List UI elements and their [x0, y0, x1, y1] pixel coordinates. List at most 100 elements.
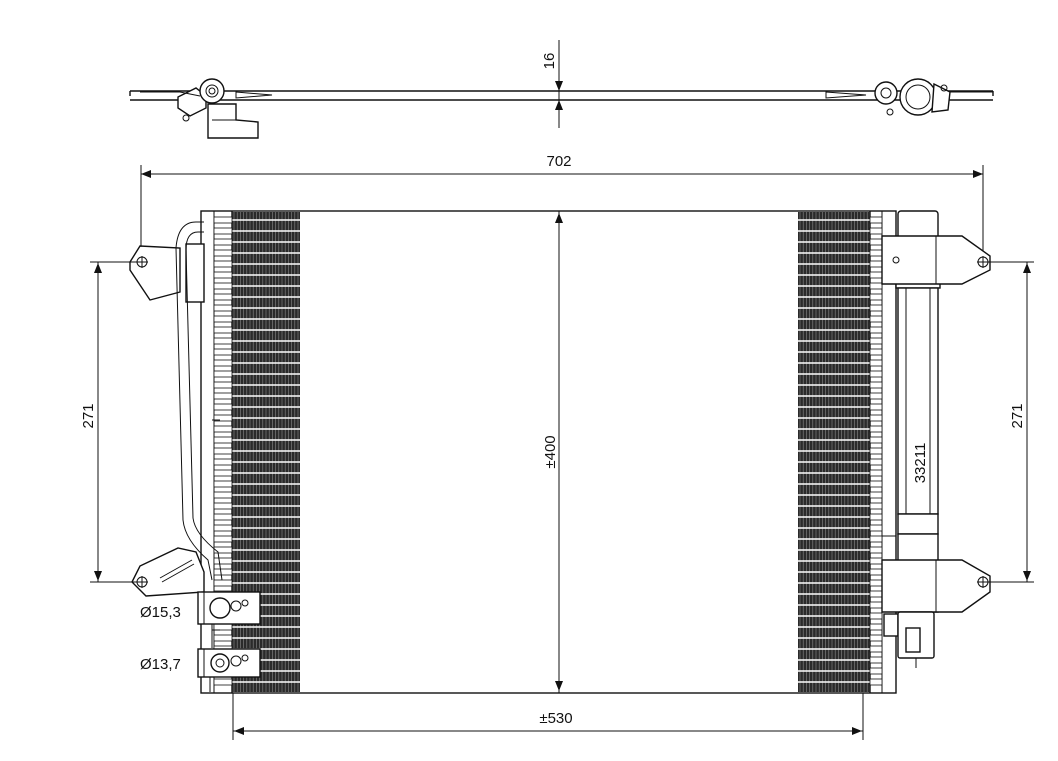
tube-end — [869, 238, 883, 246]
tube-end — [213, 304, 233, 312]
tube-end — [213, 557, 233, 565]
top-view-left-fitting — [140, 78, 273, 139]
tube-end — [213, 436, 233, 444]
tube-end — [869, 480, 883, 488]
tube-end — [869, 348, 883, 356]
fin-fill — [798, 212, 870, 692]
overall-width-dimension: 702 — [140, 153, 984, 258]
thickness-label: 16 — [541, 53, 558, 70]
tube-end — [213, 249, 233, 257]
tube-end — [869, 216, 883, 224]
tube-end — [869, 491, 883, 499]
tube-end — [213, 370, 233, 378]
tube-end — [869, 337, 883, 345]
front-view: 33211 — [129, 210, 991, 694]
tube-end — [213, 260, 233, 268]
tube-end — [213, 282, 233, 290]
tube-end — [213, 425, 233, 433]
tube-end — [869, 271, 883, 279]
fin-block-left — [232, 212, 300, 692]
tube-end — [213, 447, 233, 455]
thickness-dimension: 16 — [541, 40, 563, 128]
tube-end — [869, 425, 883, 433]
tube-end — [869, 623, 883, 631]
right-mount-label: 271 — [1009, 403, 1026, 428]
tube-end — [869, 590, 883, 598]
tube-end — [869, 535, 883, 543]
tube-end — [869, 414, 883, 422]
core-width-label: ±530 — [539, 710, 572, 727]
core-height-dimension: ±400 — [542, 211, 563, 693]
tube-end — [869, 227, 883, 235]
top-view-right-fitting — [825, 78, 993, 116]
tube-end — [869, 612, 883, 620]
left-inlet-pipe — [175, 221, 223, 581]
part-number: 33211 — [912, 443, 929, 484]
tube-end — [213, 392, 233, 400]
core-width-dimension: ±530 — [232, 693, 864, 740]
tube-end — [869, 381, 883, 389]
tube-end — [869, 469, 883, 477]
left-lower-bracket — [131, 547, 205, 597]
tube-end — [213, 678, 233, 686]
tube-end — [869, 326, 883, 334]
tube-end — [869, 458, 883, 466]
tube-end — [213, 579, 233, 587]
tube-end — [869, 667, 883, 675]
core-outline — [200, 210, 897, 694]
tube-end — [213, 535, 233, 543]
tube-end — [869, 282, 883, 290]
left-mount-dimension: 271 — [80, 261, 138, 583]
tube-end — [869, 359, 883, 367]
tube-end — [213, 414, 233, 422]
tube-end — [213, 524, 233, 532]
tube-end — [869, 513, 883, 521]
overall-width-label: 702 — [546, 153, 571, 170]
tube-end — [869, 249, 883, 257]
tube-end — [869, 579, 883, 587]
tube-end — [869, 524, 883, 532]
tube-end — [213, 623, 233, 631]
tube-end — [869, 656, 883, 664]
tube-end — [213, 359, 233, 367]
tube-end — [213, 502, 233, 510]
tube-end — [869, 601, 883, 609]
tube-end — [213, 326, 233, 334]
tube-end — [869, 447, 883, 455]
tube-end — [213, 337, 233, 345]
top-view: 16 — [129, 40, 994, 139]
tube-end — [213, 458, 233, 466]
tube-end — [213, 568, 233, 576]
outlet-diameter-label: Ø13,7 — [140, 656, 181, 673]
tube-end — [869, 315, 883, 323]
tube-end — [869, 436, 883, 444]
left-upper-bracket — [129, 243, 205, 303]
tube-end — [213, 513, 233, 521]
fin-block-right — [798, 212, 870, 692]
tube-end — [213, 546, 233, 554]
inlet-diameter-label: Ø15,3 — [140, 604, 181, 621]
tube-end — [213, 634, 233, 642]
tube-end — [869, 260, 883, 268]
inlet-fitting — [197, 591, 261, 648]
tube-end — [213, 381, 233, 389]
tube-end — [869, 304, 883, 312]
tube-end — [869, 678, 883, 686]
tube-end — [869, 568, 883, 576]
tube-end — [869, 403, 883, 411]
left-mount-label: 271 — [80, 403, 97, 428]
tube-end — [869, 634, 883, 642]
tube-end — [869, 557, 883, 565]
tube-end — [213, 216, 233, 224]
tube-end — [869, 392, 883, 400]
tube-end — [869, 546, 883, 554]
tube-end — [213, 480, 233, 488]
tube-end — [213, 238, 233, 246]
tube-ends-right — [869, 216, 883, 686]
tube-end — [869, 293, 883, 301]
tube-end — [213, 469, 233, 477]
tube-end — [213, 293, 233, 301]
right-lower-bracket — [881, 559, 991, 613]
tube-end — [213, 491, 233, 499]
tube-end — [213, 227, 233, 235]
